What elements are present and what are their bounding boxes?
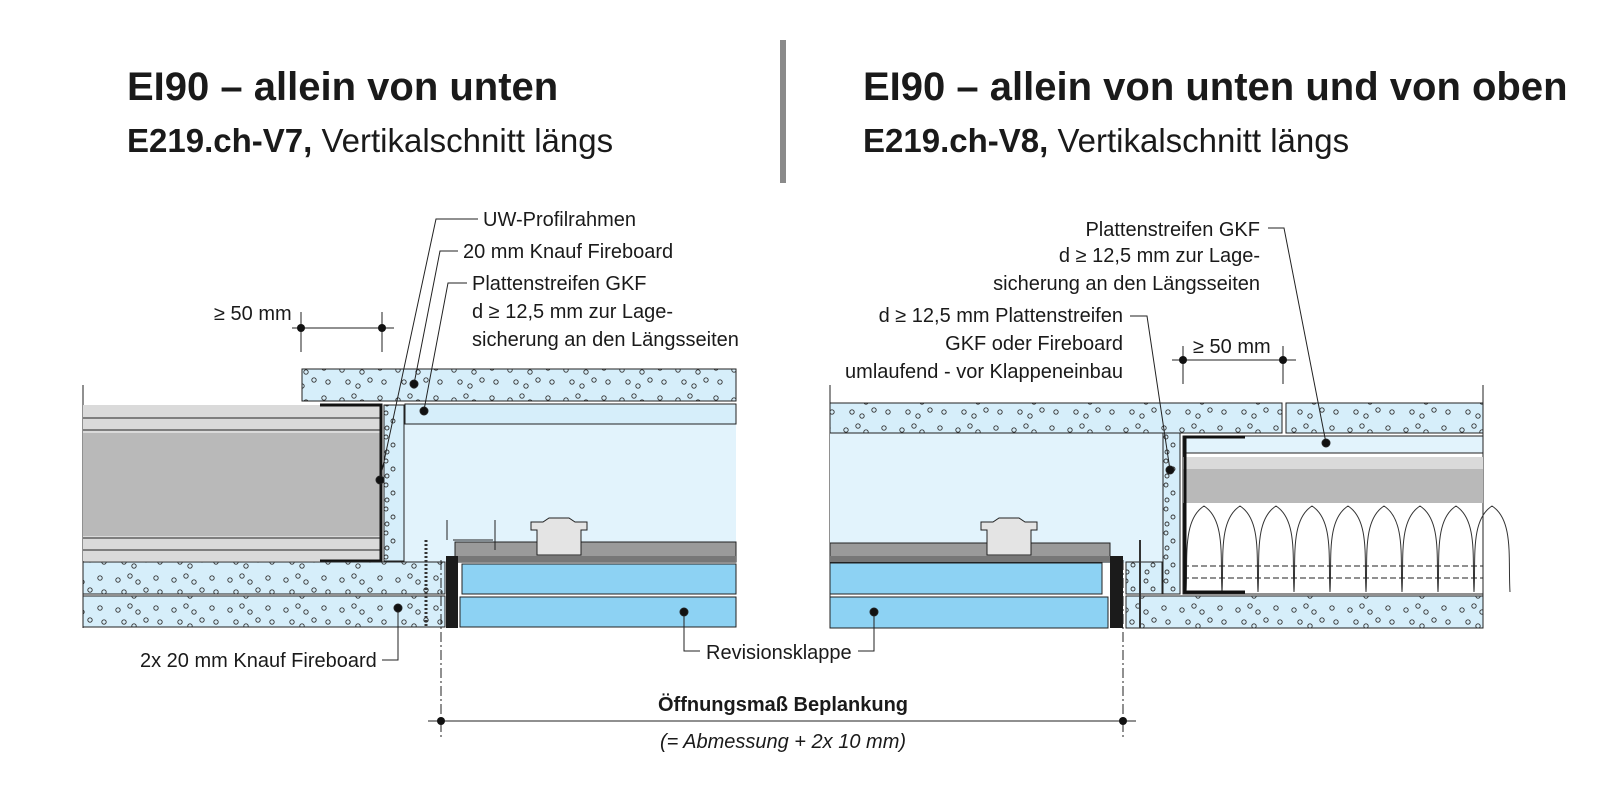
insulation-loop — [1437, 505, 1475, 593]
label-opening-note: (= Abmessung + 2x 10 mm) — [660, 731, 906, 753]
insulation-loop — [1221, 505, 1259, 593]
insulation-loop — [1257, 505, 1295, 593]
label-uw-profile: UW-Profilrahmen — [483, 209, 636, 231]
right-latch-icon — [980, 517, 1038, 556]
label-hatch: Revisionsklappe — [706, 642, 852, 664]
insulation-loop — [1401, 505, 1439, 593]
label-right-strip-2: d ≥ 12,5 mm zur Lage- — [1059, 245, 1260, 267]
left-hatch-panel-1 — [461, 563, 737, 595]
left-section — [82, 368, 737, 628]
left-vertical-strip — [383, 404, 405, 562]
right-section — [829, 385, 1511, 629]
left-lower-board-2 — [82, 595, 446, 628]
insulation-loop — [1185, 505, 1223, 593]
label-left-strip-3: sicherung an den Längsseiten — [472, 329, 739, 351]
label-surround-1: d ≥ 12,5 mm Plattenstreifen — [879, 305, 1123, 327]
left-gkf-strip — [404, 403, 737, 425]
right-title: EI90 – allein von unten und von oben — [863, 65, 1568, 109]
label-surround-3: umlaufend - vor Klappeneinbau — [845, 361, 1123, 383]
left-subtitle-text: Vertikalschnitt längs — [312, 122, 613, 159]
right-hatch-panel-1 — [829, 562, 1103, 595]
right-gkf-strip — [1182, 435, 1484, 454]
leader-lines — [375, 218, 1331, 661]
right-subtitle: E219.ch-V8, Vertikalschnitt längs — [863, 122, 1349, 159]
insulation — [1185, 505, 1511, 593]
right-subtitle-text: Vertikalschnitt längs — [1048, 122, 1349, 159]
label-left-strip-1: Plattenstreifen GKF — [472, 273, 647, 295]
label-fireboard-2x20: 2x 20 mm Knauf Fireboard — [140, 650, 377, 672]
insulation-loop — [1365, 505, 1403, 593]
label-opening: Öffnungsmaß Beplankung — [658, 693, 908, 716]
right-hatch-frame — [1110, 556, 1123, 628]
left-title: EI90 – allein von unten — [127, 65, 558, 109]
left-latch-icon — [530, 517, 588, 556]
insulation-loop — [1473, 505, 1511, 593]
label-right-min-50: ≥ 50 mm — [1193, 336, 1271, 358]
divider — [780, 40, 786, 183]
insulation-loop — [1329, 505, 1367, 593]
left-hatch-panel-2 — [459, 596, 737, 628]
right-top-board-2 — [1285, 402, 1484, 434]
right-lower-board — [1125, 595, 1484, 629]
label-left-strip-2: d ≥ 12,5 mm zur Lage- — [472, 301, 673, 323]
label-surround-2: GKF oder Fireboard — [945, 333, 1123, 355]
label-right-strip-1: Plattenstreifen GKF — [1085, 219, 1260, 241]
label-fireboard-20: 20 mm Knauf Fireboard — [463, 241, 673, 263]
right-vertical-strip — [1162, 432, 1181, 595]
right-code: E219.ch-V8, — [863, 122, 1048, 159]
label-left-min-50: ≥ 50 mm — [214, 303, 292, 325]
right-top-board-1 — [829, 402, 1283, 434]
left-top-board — [301, 368, 737, 402]
left-lower-board-1 — [82, 561, 446, 595]
label-right-strip-3: sicherung an den Längsseiten — [993, 273, 1260, 295]
left-code: E219.ch-V7, — [127, 122, 312, 159]
left-subtitle: E219.ch-V7, Vertikalschnitt längs — [127, 122, 613, 159]
left-hatch-frame — [446, 556, 458, 628]
insulation-loop — [1293, 505, 1331, 593]
dimensions — [292, 312, 1296, 740]
